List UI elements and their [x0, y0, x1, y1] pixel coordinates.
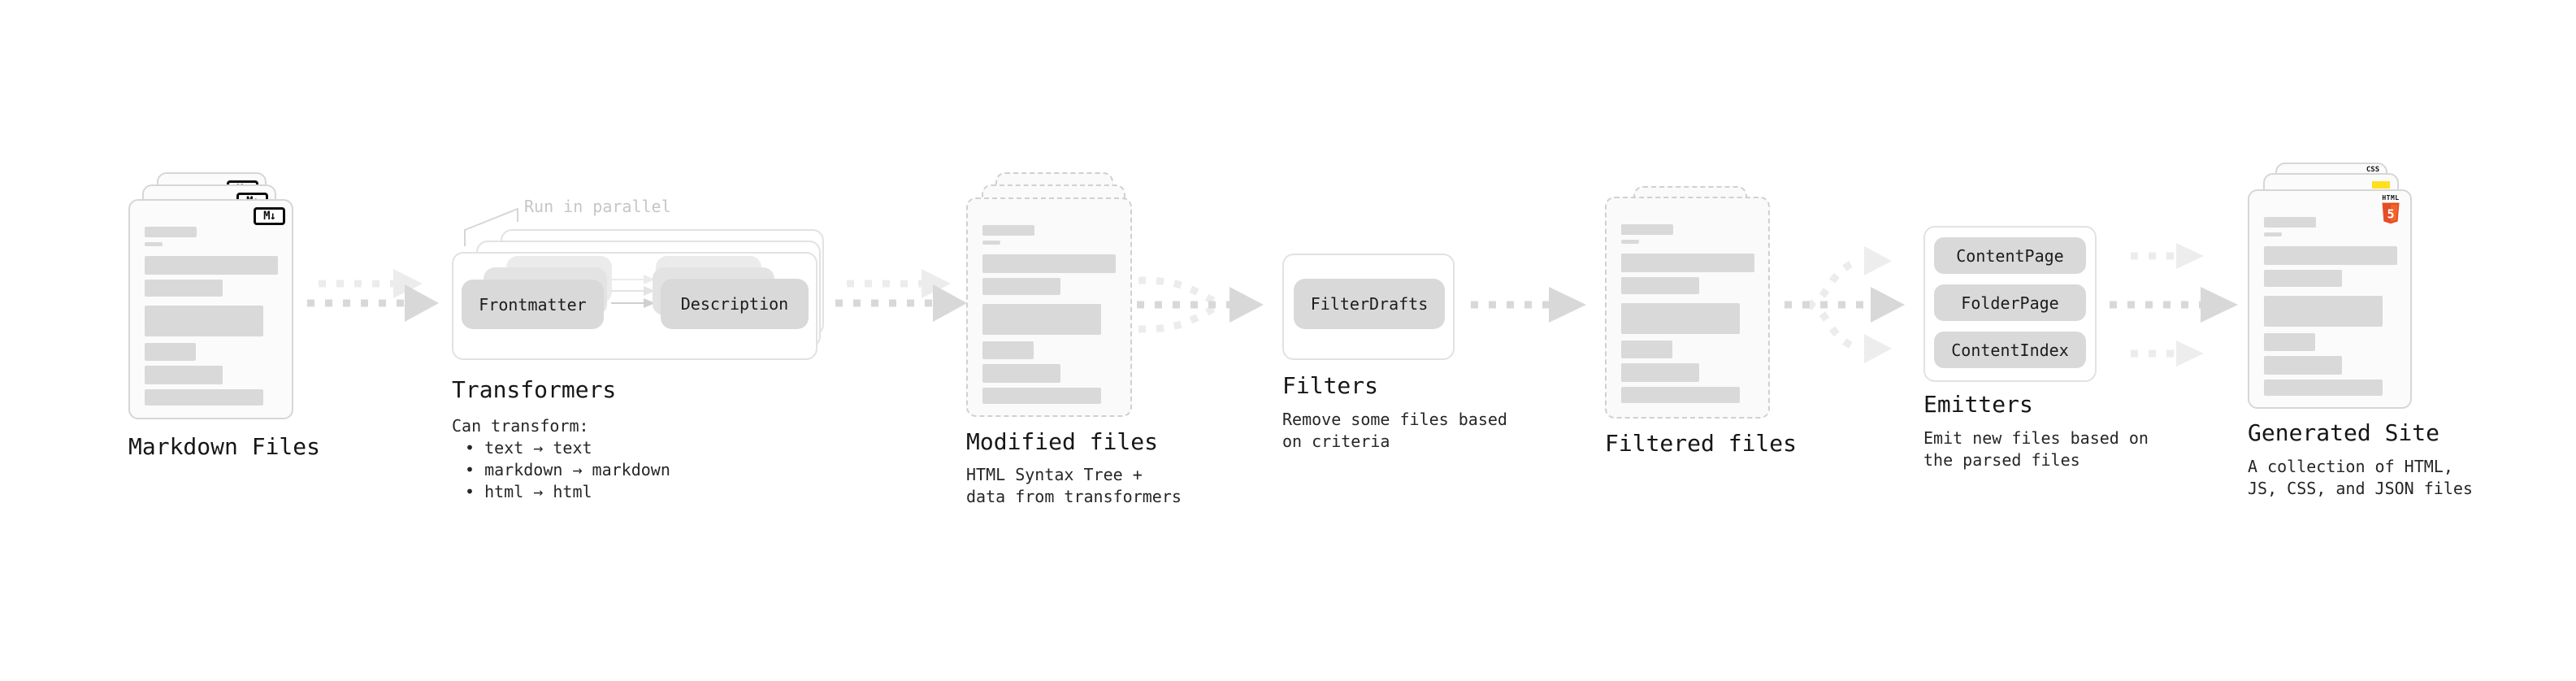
emitters-description: Emit new files based on the parsed files	[1923, 427, 2149, 471]
transformers-bullet: • markdown → markdown	[465, 460, 670, 479]
markdown-files-title: Markdown Files	[128, 433, 321, 460]
html5-badge-label: HTML	[2382, 194, 2400, 202]
modified-file-card-front	[966, 197, 1132, 417]
skeleton-line	[982, 304, 1101, 335]
modified-files-sub-line: data from transformers	[966, 487, 1182, 506]
skeleton-line	[1621, 303, 1740, 334]
generated-site-title: Generated Site	[2248, 419, 2440, 446]
skeleton-line	[2264, 246, 2397, 265]
markdown-icon: M↓	[254, 207, 285, 225]
contentpage-pill: ContentPage	[1934, 237, 2086, 274]
skeleton-line	[982, 241, 1000, 245]
emitters-sub-line: the parsed files	[1923, 450, 2080, 470]
filters-title: Filters	[1282, 372, 1379, 399]
js-badge-icon	[2372, 181, 2390, 189]
filterdrafts-pill: FilterDrafts	[1294, 279, 1445, 329]
skeleton-line	[2264, 333, 2315, 351]
skeleton-line	[982, 278, 1060, 295]
emitters-sub-line: Emit new files based on	[1923, 428, 2149, 448]
skeleton-line	[1621, 387, 1740, 403]
skeleton-line	[982, 341, 1034, 359]
site-file-card-html: HTML 5	[2248, 189, 2412, 409]
skeleton-line	[2264, 356, 2342, 375]
skeleton-line	[1621, 254, 1754, 272]
run-in-parallel-annotation: Run in parallel	[524, 197, 671, 216]
skeleton-line	[145, 343, 196, 361]
skeleton-line	[1621, 224, 1673, 235]
frontmatter-pill: Frontmatter	[462, 280, 604, 329]
skeleton-line	[1621, 240, 1639, 244]
skeleton-line	[145, 306, 263, 336]
arrow-emitters-to-site-icon	[2110, 243, 2238, 367]
emitters-title: Emitters	[1923, 391, 2033, 418]
annotation-callout-line	[464, 207, 518, 246]
skeleton-line	[1621, 363, 1699, 382]
skeleton-line	[145, 242, 163, 246]
arrow-merge-modified-to-filters-icon	[1137, 276, 1264, 333]
skeleton-line	[1621, 277, 1699, 294]
skeleton-line	[2264, 380, 2383, 396]
generated-site-sub-line: JS, CSS, and JSON files	[2248, 479, 2473, 498]
html5-badge-icon: HTML 5	[2382, 195, 2400, 228]
folderpage-pill: FolderPage	[1934, 284, 2086, 321]
transformers-body-heading: Can transform:	[452, 416, 589, 436]
transformers-title: Transformers	[452, 376, 617, 403]
skeleton-line	[2264, 296, 2383, 327]
generated-site-sub-line: A collection of HTML,	[2248, 457, 2453, 476]
filters-sub-line: on criteria	[1282, 432, 1390, 451]
generated-site-description: A collection of HTML, JS, CSS, and JSON …	[2248, 456, 2473, 500]
transformers-description: Can transform: • text → text • markdown …	[452, 415, 670, 503]
skeleton-line	[982, 225, 1034, 236]
skeleton-line	[2264, 270, 2342, 287]
skeleton-line	[145, 389, 263, 406]
parallel-arrows-icon	[611, 275, 655, 308]
modified-files-sub-line: HTML Syntax Tree +	[966, 465, 1143, 484]
filtered-file-card-front	[1605, 197, 1770, 419]
svg-text:5: 5	[2387, 207, 2394, 222]
filtered-files-title: Filtered files	[1605, 430, 1798, 457]
modified-files-description: HTML Syntax Tree + data from transformer…	[966, 464, 1182, 508]
skeleton-line	[145, 366, 223, 384]
arrow-markdown-to-transformers-icon	[307, 269, 439, 322]
css-badge-icon: CSS	[2365, 167, 2381, 174]
css-badge-label: CSS	[2366, 166, 2380, 174]
markdown-file-card-front: M↓	[128, 199, 293, 419]
skeleton-line	[2264, 232, 2282, 236]
skeleton-line	[2264, 217, 2316, 228]
skeleton-line	[145, 227, 197, 237]
filters-sub-line: Remove some files based	[1282, 410, 1507, 429]
transformers-bullet: • text → text	[465, 438, 592, 458]
skeleton-line	[1621, 340, 1672, 358]
skeleton-line	[145, 280, 223, 297]
filters-description: Remove some files based on criteria	[1282, 409, 1507, 453]
arrow-split-filtered-to-emitters-icon	[1785, 246, 1905, 363]
skeleton-line	[145, 256, 278, 275]
arrow-filters-to-filtered-icon	[1471, 287, 1586, 323]
skeleton-line	[982, 388, 1101, 404]
description-pill: Description	[661, 279, 809, 329]
arrow-transformers-to-modified-icon	[835, 269, 967, 322]
skeleton-line	[982, 364, 1060, 383]
skeleton-line	[982, 254, 1116, 273]
contentindex-pill: ContentIndex	[1934, 332, 2086, 368]
transformers-bullet: • html → html	[465, 482, 592, 501]
html5-shield-icon: 5	[2382, 202, 2400, 224]
modified-files-title: Modified files	[966, 428, 1159, 455]
